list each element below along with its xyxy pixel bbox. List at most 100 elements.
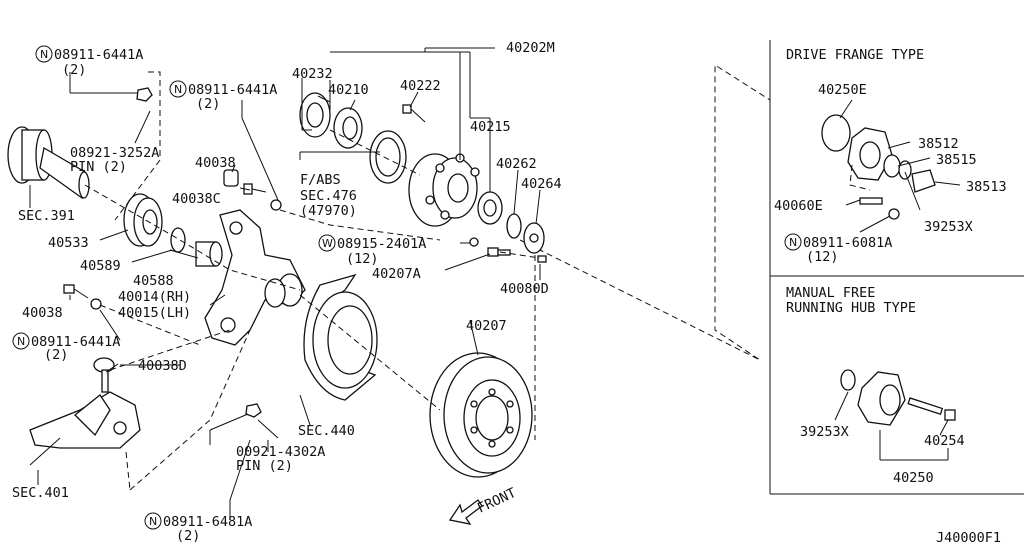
manual-hub-title-2: RUNNING HUB TYPE xyxy=(786,300,916,316)
lower-arm xyxy=(29,357,141,449)
label-40250E: 40250E xyxy=(818,82,867,98)
nut-top-left-part xyxy=(136,87,153,102)
label-38515: 38515 xyxy=(936,152,977,168)
prefix-n-icon: N xyxy=(784,233,802,251)
spacer-40038C xyxy=(223,169,239,187)
bolt-40038-left xyxy=(63,284,89,299)
label-40589: 40589 xyxy=(80,258,121,274)
label-40038-left: 40038 xyxy=(22,305,63,321)
nut-mid-part xyxy=(270,199,282,211)
panel-connector-line xyxy=(519,64,771,361)
prefix-n-icon: N xyxy=(144,512,162,530)
label-sec476: SEC.476 xyxy=(300,188,357,204)
bearing-40215 xyxy=(477,191,503,225)
label-40210: 40210 xyxy=(328,82,369,98)
label-40202M: 40202M xyxy=(506,40,555,56)
label-39253X-b: 39253X xyxy=(800,424,849,440)
label-40588: 40588 xyxy=(133,273,174,289)
label-40254: 40254 xyxy=(924,433,965,449)
label-40232: 40232 xyxy=(292,66,333,82)
pin-top-qty: PIN (2) xyxy=(70,159,127,175)
label-40080D: 40080D xyxy=(500,281,549,297)
washer-40262 xyxy=(506,213,522,239)
prefix-n-icon: N xyxy=(12,332,30,350)
pin-top-label: 08921-3252A xyxy=(70,145,159,161)
nut-left-qty: (2) xyxy=(44,347,68,363)
nut-bottom-label: 08911-6481A xyxy=(163,514,252,530)
pin-bottom-qty: PIN (2) xyxy=(236,458,293,474)
manual-hub-parts xyxy=(834,369,956,461)
nut-bottom-qty: (2) xyxy=(176,528,200,544)
seal-40589 xyxy=(170,227,186,253)
svg-text:W: W xyxy=(322,237,333,250)
prefix-n-icon: N xyxy=(35,45,53,63)
bearing-40533 xyxy=(123,193,163,247)
leader-lines xyxy=(29,47,541,520)
screw-40080D xyxy=(537,255,547,263)
label-front: FRONT xyxy=(475,485,519,517)
bearing-40210 xyxy=(333,107,363,149)
nut-left-part xyxy=(90,298,102,310)
label-40222: 40222 xyxy=(400,78,441,94)
svg-text:N: N xyxy=(17,335,25,348)
washer-qty: (12) xyxy=(346,251,379,267)
bolt-40207A xyxy=(487,247,511,257)
label-sec440: SEC.440 xyxy=(298,423,355,439)
washer-part xyxy=(469,237,479,247)
stud-40222 xyxy=(402,104,426,123)
svg-text:N: N xyxy=(789,236,797,249)
label-40207A: 40207A xyxy=(372,266,421,282)
abs-ring xyxy=(369,130,407,184)
assembly-lines xyxy=(84,71,541,491)
nut-drive-qty: (12) xyxy=(806,249,839,265)
label-40038C: 40038C xyxy=(172,191,221,207)
drive-flange-title: DRIVE FRANGE TYPE xyxy=(786,47,924,63)
label-38512: 38512 xyxy=(918,136,959,152)
washer-label: 08915-2401A xyxy=(337,236,426,252)
label-40014: 40014(RH) xyxy=(118,289,191,305)
variant-panel xyxy=(769,40,1024,495)
pin-bottom-label: 00921-4302A xyxy=(236,444,325,460)
nut-bottom-part xyxy=(245,403,262,418)
brake-rotor xyxy=(429,352,533,478)
label-40215: 40215 xyxy=(470,119,511,135)
nut-drive-label: 08911-6081A xyxy=(803,235,892,251)
label-40207: 40207 xyxy=(466,318,507,334)
prefix-n-icon: N xyxy=(169,80,187,98)
label-sec391: SEC.391 xyxy=(18,208,75,224)
label-sec401: SEC.401 xyxy=(12,485,69,501)
label-38513: 38513 xyxy=(966,179,1007,195)
label-39253X-a: 39253X xyxy=(924,219,973,235)
dust-shield xyxy=(303,273,378,401)
nut-left-label: 08911-6441A xyxy=(31,334,120,350)
label-fabs: F/ABS xyxy=(300,172,341,188)
wheel-hub xyxy=(408,153,480,227)
nut-top-left-qty: (2) xyxy=(62,62,86,78)
prefix-w-icon: W xyxy=(318,234,336,252)
label-40533: 40533 xyxy=(48,235,89,251)
label-40264: 40264 xyxy=(521,176,562,192)
front-arrow-icon xyxy=(448,499,483,525)
nut-top-left-label: 08911-6441A xyxy=(54,47,143,63)
label-sec476-sub: (47970) xyxy=(300,203,357,219)
label-40250: 40250 xyxy=(893,470,934,486)
label-40262: 40262 xyxy=(496,156,537,172)
nut-mid-qty: (2) xyxy=(196,96,220,112)
label-40060E: 40060E xyxy=(774,198,823,214)
svg-text:N: N xyxy=(40,48,48,61)
label-40038-top: 40038 xyxy=(195,155,236,171)
part-labels: 08911-6441A (2) 08911-6441A (2) 08921-32… xyxy=(12,40,1007,546)
nut-mid-label: 08911-6441A xyxy=(188,82,277,98)
lockplate-40264 xyxy=(523,222,545,254)
axle-shaft xyxy=(7,126,90,200)
manual-hub-title-1: MANUAL FREE xyxy=(786,285,875,301)
drive-flange-parts xyxy=(821,99,961,233)
diagram-code: J40000F1 xyxy=(936,530,1001,546)
bushing-40588 xyxy=(195,241,223,267)
label-40038D: 40038D xyxy=(138,358,187,374)
label-40015: 40015(LH) xyxy=(118,305,191,321)
svg-text:N: N xyxy=(174,83,182,96)
svg-text:N: N xyxy=(149,515,157,528)
